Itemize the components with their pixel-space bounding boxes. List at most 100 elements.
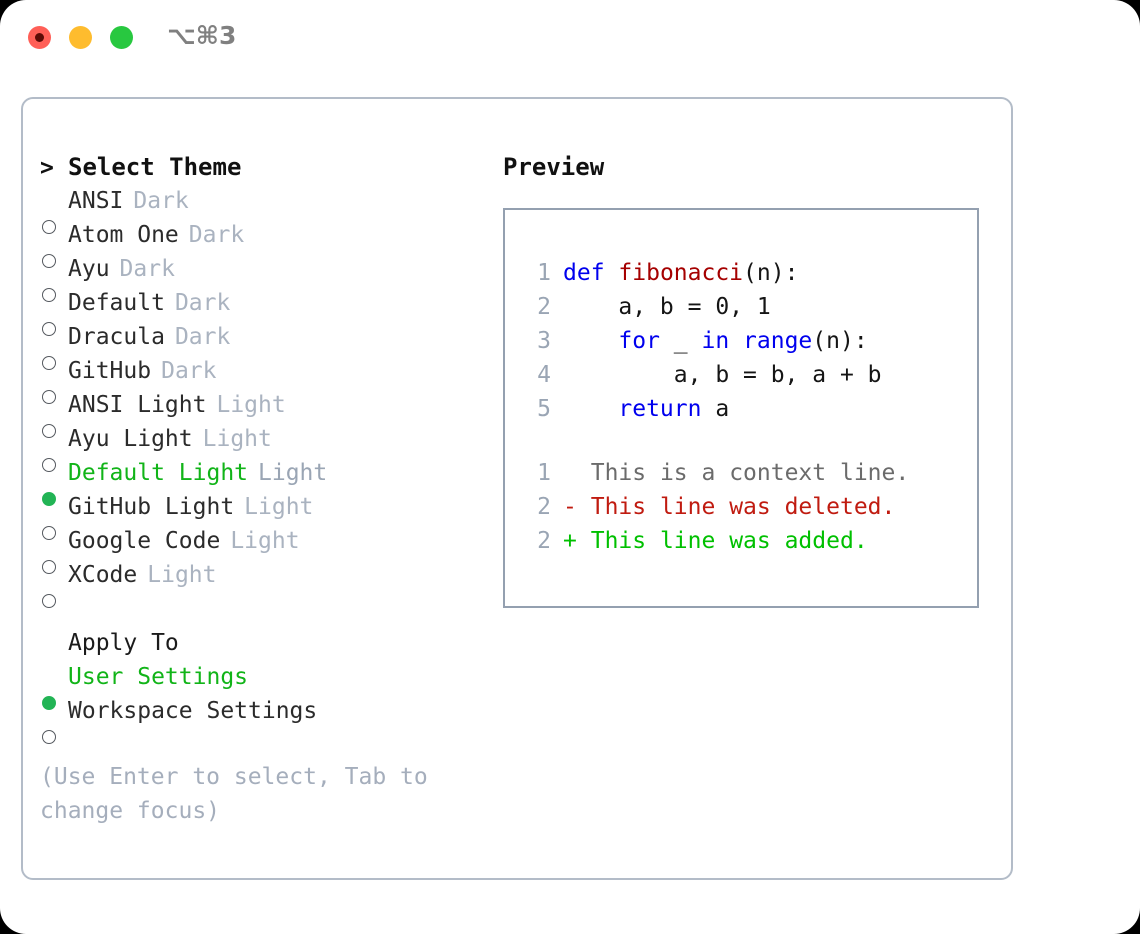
apply-to-header: Apply To <box>68 630 179 656</box>
theme-list-item[interactable]: ANSI Light Light <box>40 388 490 438</box>
code-line: 3 for _ in range(n): <box>505 324 977 358</box>
theme-name: Default Light <box>68 460 249 486</box>
code-line-number: 3 <box>537 328 551 354</box>
theme-list-item[interactable]: Atom One Dark <box>40 218 490 268</box>
theme-variant-badge: Light <box>230 528 300 554</box>
code-token: return <box>618 396 702 422</box>
apply-to-label: Workspace Settings <box>68 698 318 724</box>
radio-dot <box>42 594 56 608</box>
theme-variant-badge: Dark <box>133 188 189 214</box>
code-line-number: 4 <box>537 362 551 388</box>
radio-dot <box>42 526 56 540</box>
prompt-caret-icon: > <box>40 155 54 181</box>
theme-list-item[interactable]: GitHub Light Light <box>40 490 490 540</box>
radio-dot <box>42 458 56 472</box>
theme-picker-header: > Select Theme <box>40 150 490 184</box>
diff-sign: + <box>563 528 577 554</box>
code-token <box>563 396 618 422</box>
radio-dot <box>42 288 56 302</box>
keyboard-hint: (Use Enter to select, Tab to change focu… <box>40 764 428 824</box>
theme-variant-badge: Light <box>244 494 314 520</box>
code-line-text: return a <box>563 392 729 426</box>
code-line: 5 return a <box>505 392 977 426</box>
theme-name: Ayu Light <box>68 426 193 452</box>
radio-dot <box>42 390 56 404</box>
code-line-text: a, b = 0, 1 <box>563 290 771 324</box>
theme-name: ANSI <box>68 188 124 214</box>
theme-name: XCode <box>68 562 138 588</box>
theme-variant-badge: Dark <box>174 324 231 350</box>
radio-dot <box>42 322 56 336</box>
diff-line-text: This line was added. <box>590 528 868 554</box>
radio-dot <box>42 356 56 370</box>
theme-variant-badge: Dark <box>161 358 217 384</box>
code-token: for <box>618 328 660 354</box>
close-button[interactable] <box>28 26 51 49</box>
code-line-number: 5 <box>537 396 551 422</box>
diff-line-number: 2 <box>537 494 551 520</box>
minimize-button[interactable] <box>69 26 92 49</box>
code-token <box>729 328 743 354</box>
theme-variant-badge: Light <box>258 460 328 486</box>
maximize-button[interactable] <box>110 26 133 49</box>
theme-name: GitHub Light <box>68 494 235 520</box>
code-token: range <box>743 328 813 354</box>
diff-gap <box>577 490 591 524</box>
theme-list-item[interactable]: GitHub Dark <box>40 354 490 404</box>
theme-name: GitHub <box>68 358 152 384</box>
theme-variant-badge: Dark <box>188 222 245 248</box>
code-line-text: for _ in range(n): <box>563 324 868 358</box>
theme-list-item[interactable]: Dracula Dark <box>40 320 490 370</box>
apply-to-item[interactable]: Workspace Settings <box>40 694 490 744</box>
radio-dot <box>42 696 56 710</box>
theme-name: Atom One <box>68 222 179 248</box>
code-token: a <box>701 396 730 422</box>
theme-list-item[interactable]: XCode Light <box>40 558 490 608</box>
code-token <box>605 260 619 286</box>
radio-dot <box>42 730 56 744</box>
code-token: a, b = 0, 1 <box>563 294 771 320</box>
code-line-number: 2 <box>537 294 551 320</box>
diff-gap <box>577 456 591 490</box>
code-line: 2 a, b = 0, 1 <box>505 290 977 324</box>
code-line: 4 a, b = b, a + b <box>505 358 977 392</box>
preview-title: Preview <box>503 153 605 181</box>
theme-variant-badge: Light <box>147 562 217 588</box>
diff-sample: 1 This is a context line.2- This line wa… <box>505 456 977 558</box>
theme-name: Google Code <box>68 528 221 554</box>
radio-dot <box>42 424 56 438</box>
diff-line: 1 This is a context line. <box>505 456 977 490</box>
radio-dot <box>42 560 56 574</box>
theme-name: ANSI Light <box>68 392 207 418</box>
theme-name: Dracula <box>68 324 165 350</box>
code-token: (n): <box>812 328 868 354</box>
diff-line-number: 2 <box>537 528 551 554</box>
theme-list-item[interactable]: Google Code Light <box>40 524 490 574</box>
code-line-text: def fibonacci(n): <box>563 256 798 290</box>
diff-line-number: 1 <box>537 460 551 486</box>
code-token: def <box>563 260 605 286</box>
code-token: fibonacci <box>618 260 744 286</box>
theme-list-item[interactable]: ANSI Dark <box>40 184 490 234</box>
diff-sign: - <box>563 494 577 520</box>
theme-variant-badge: Dark <box>174 290 231 316</box>
code-token: _ <box>659 328 702 354</box>
theme-picker-title: Select Theme <box>68 153 242 181</box>
theme-list-item[interactable]: Default Light Light <box>40 456 490 506</box>
radio-dot <box>42 254 56 268</box>
diff-line: 2- This line was deleted. <box>505 490 977 524</box>
apply-to-label: User Settings <box>68 664 249 690</box>
keyboard-shortcut-label: ⌥⌘3 <box>167 21 237 50</box>
theme-variant-badge: Light <box>216 392 286 418</box>
theme-variant-badge: Dark <box>119 256 175 282</box>
apply-to-item[interactable]: User Settings <box>40 660 490 710</box>
code-token: in <box>701 328 730 354</box>
